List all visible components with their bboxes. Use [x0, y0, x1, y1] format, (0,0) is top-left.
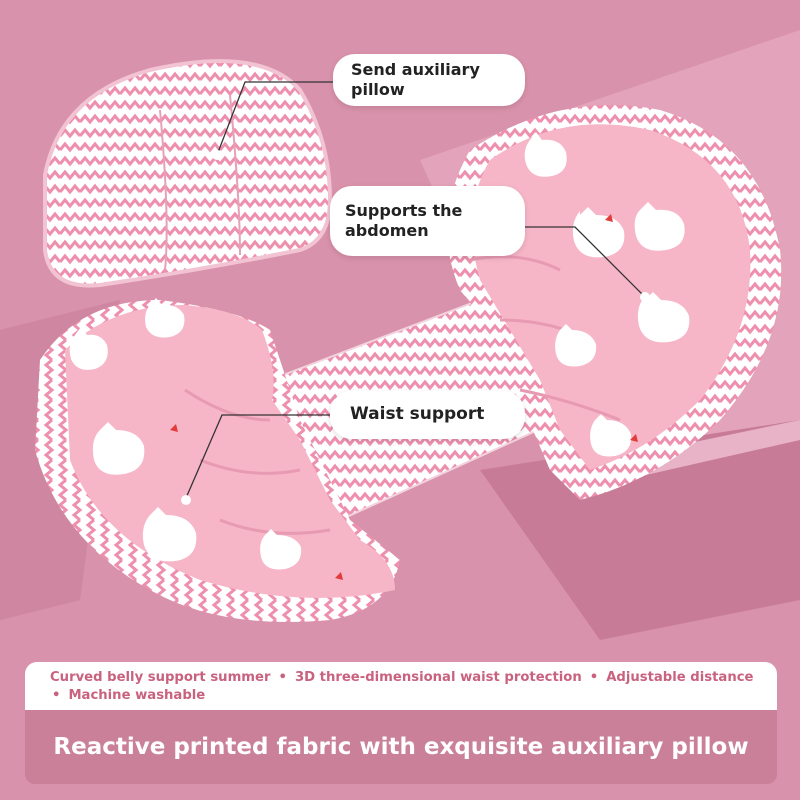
- feature-item: Adjustable distance: [606, 670, 754, 685]
- left-body-pillow: [35, 298, 400, 622]
- feature-separator: •: [278, 670, 287, 685]
- right-body-pillow: [447, 105, 782, 500]
- callout-abdomen-support: Supports the abdomen: [330, 186, 525, 256]
- feature-item: Machine washable: [68, 688, 206, 703]
- auxiliary-pillow: [43, 59, 333, 288]
- feature-separator: •: [52, 688, 61, 703]
- feature-list: Curved belly support summer • 3D three-dim…: [25, 662, 777, 710]
- callout-dots: [181, 150, 650, 505]
- callout-leaders: [185, 81, 646, 499]
- bottom-banner: Reactive printed fabric with exquisite a…: [25, 710, 777, 784]
- feature-item: 3D three-dimensional waist protection: [294, 670, 582, 685]
- callout-waist-support: Waist support: [330, 391, 525, 439]
- feature-separator: •: [589, 670, 599, 685]
- callout-auxiliary-pillow: Send auxiliary pillow: [333, 54, 525, 106]
- feature-item: Curved belly support summer: [50, 670, 271, 685]
- banner-text: Reactive printed fabric with exquisite a…: [53, 734, 749, 760]
